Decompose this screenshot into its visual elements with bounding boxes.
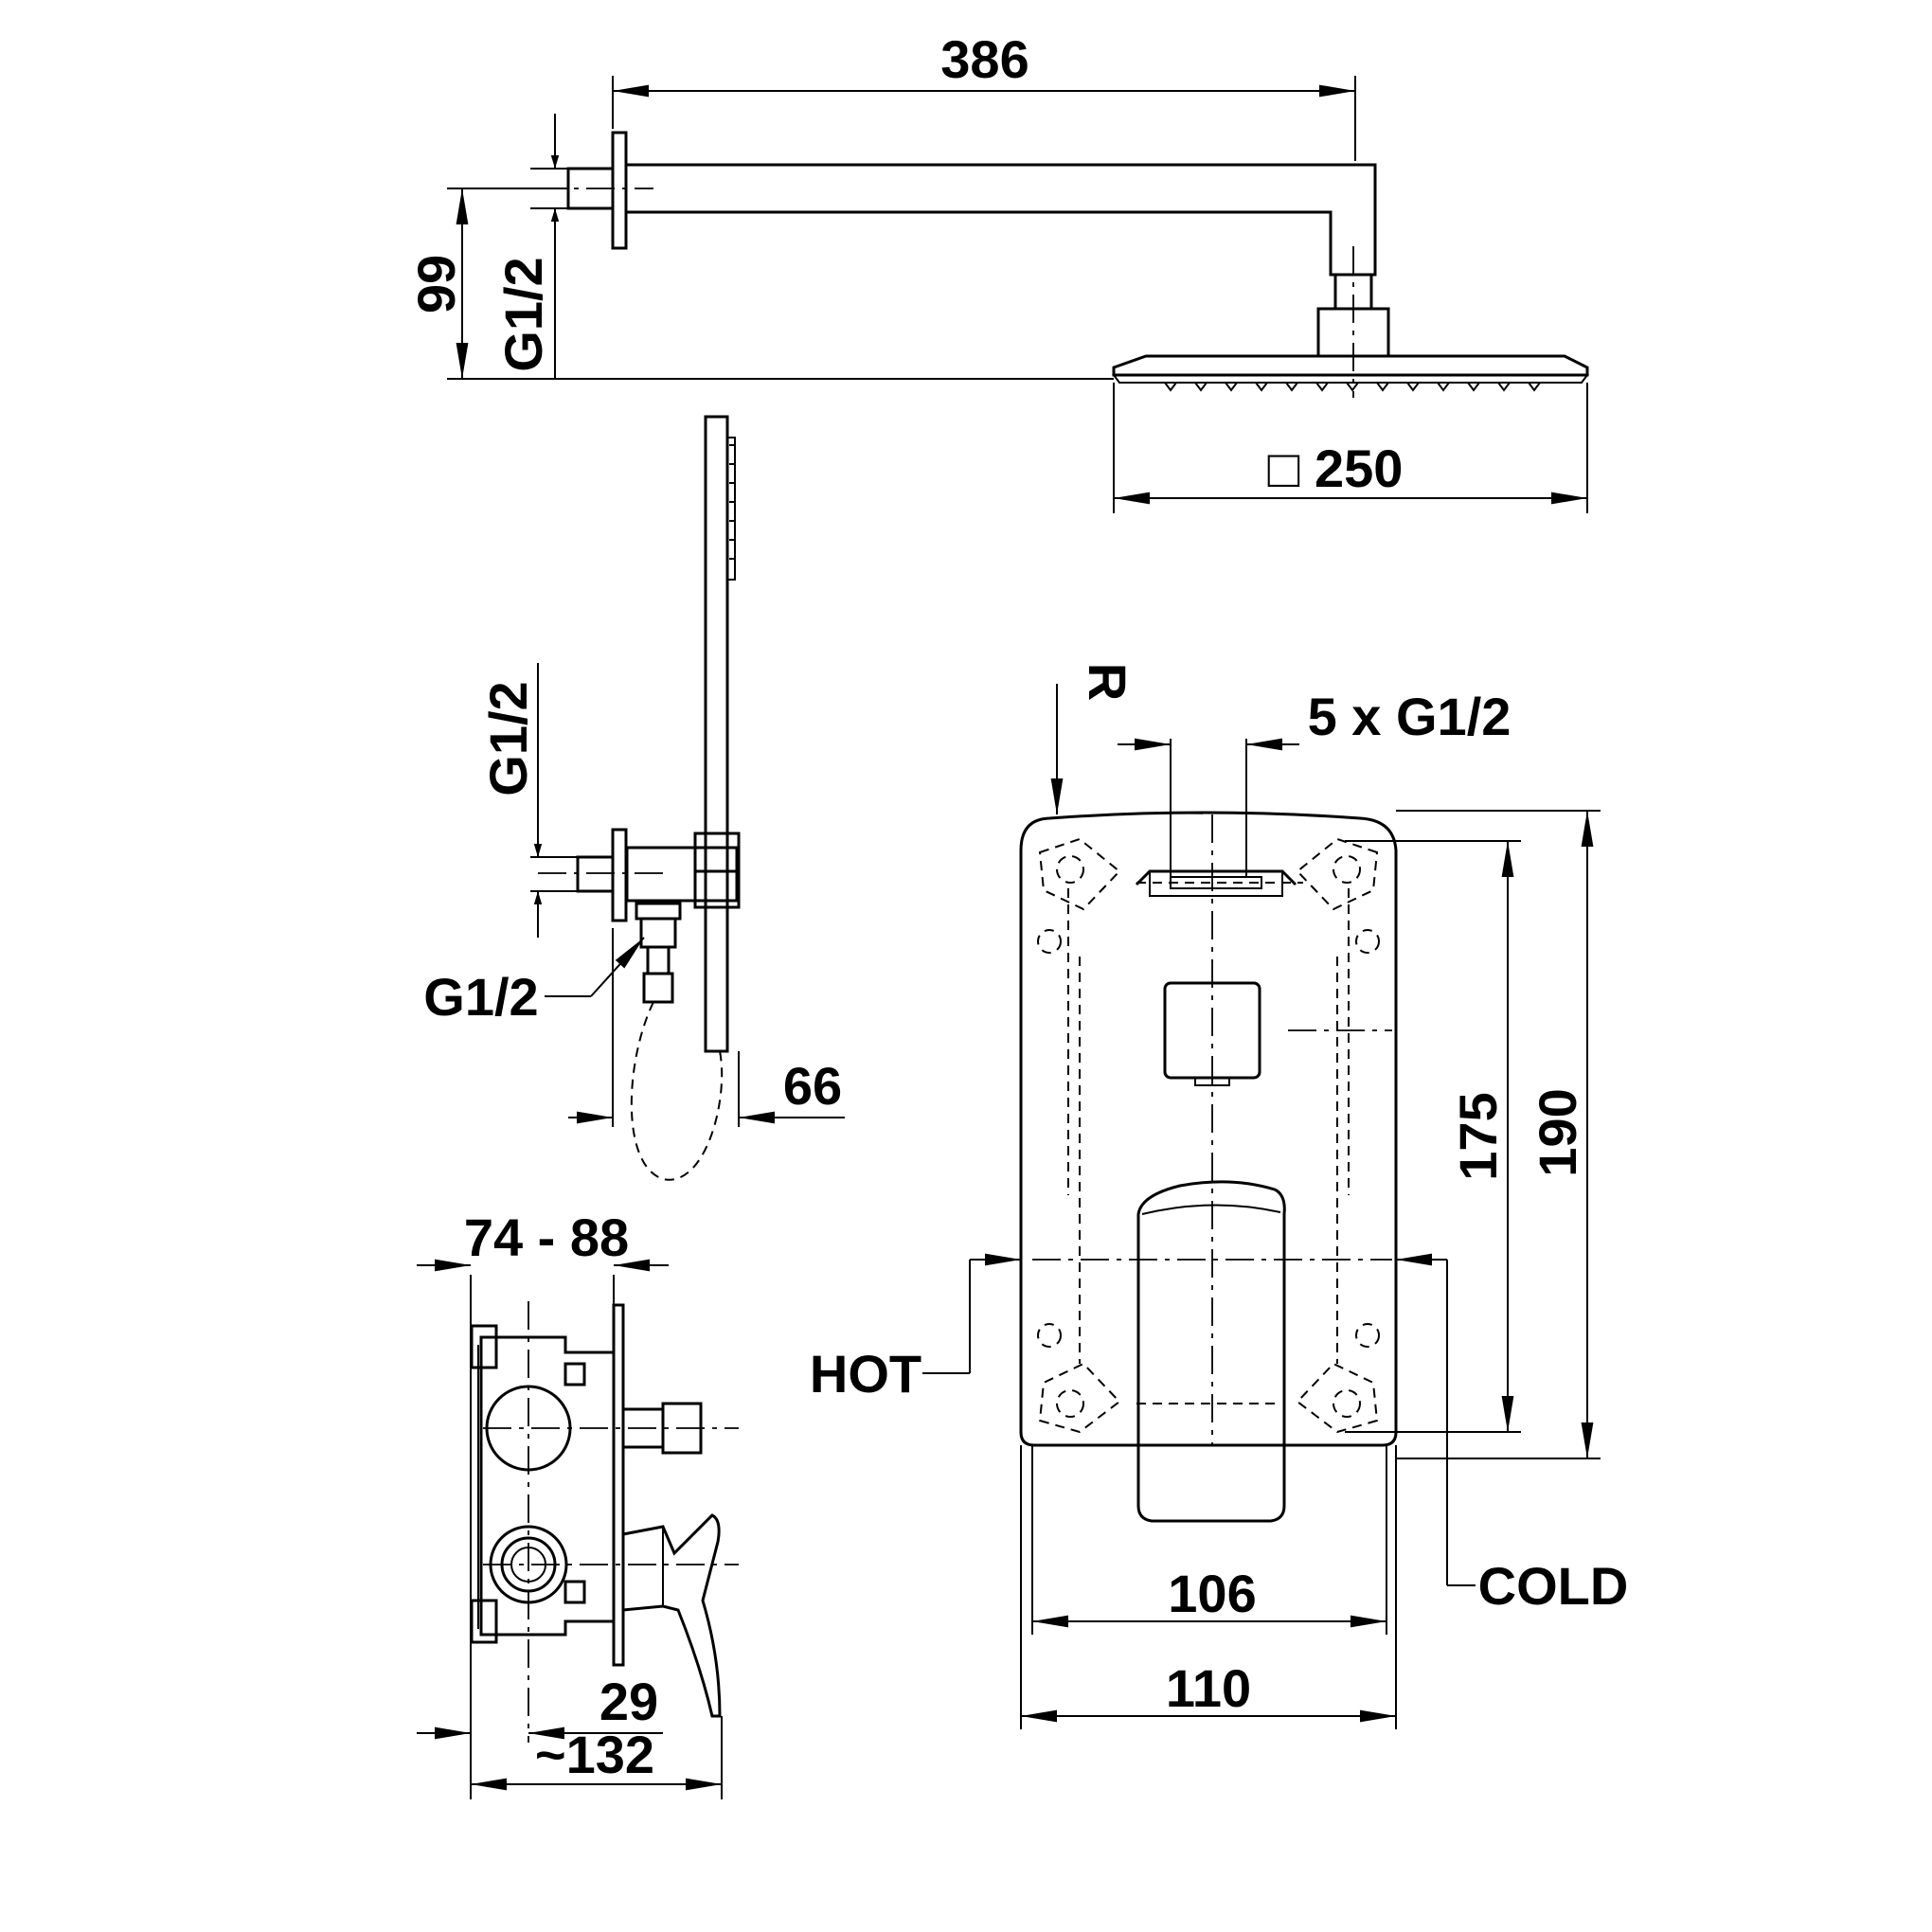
dim-lever-projection: ~132 [471,1716,723,1799]
dim-cover-offset-label: 29 [599,1672,658,1731]
hand-shower-view [538,415,741,1181]
dim-arm-length-label: 386 [940,29,1029,89]
dim-handset-thread-top: G1/2 [478,663,578,938]
dim-outer-height: 190 [1396,810,1601,1459]
dim-handset-thread-top-label: G1/2 [478,681,538,796]
dim-handset-depth-label: 66 [783,1056,842,1116]
dim-handset-thread-bottom: G1/2 [423,937,645,1027]
radius-label: R [1078,663,1137,701]
shower-arm-view [538,131,1589,398]
dim-inner-height: 175 [1345,840,1521,1433]
dim-arm-height: 99 [406,188,1114,380]
dim-outer-width-label: 110 [1166,1658,1251,1718]
dim-box-depth: 74 - 88 [417,1208,669,1799]
radius-callout: R [1050,663,1137,814]
hot-callout: HOT [810,1253,1021,1404]
dim-arm-height-label: 99 [406,255,466,313]
hot-label: HOT [810,1344,921,1404]
dim-head-size: □ 250 [1113,383,1588,513]
dim-outer-height-label: 190 [1528,1088,1587,1176]
cold-label: COLD [1478,1556,1629,1616]
dim-box-depth-label: 74 - 88 [464,1208,629,1267]
dim-lever-projection-label: ~132 [535,1725,654,1784]
dim-handset-thread-bottom-label: G1/2 [423,967,538,1027]
dim-arm-thread-label: G1/2 [493,257,553,371]
dim-arm-thread: G1/2 [493,114,568,379]
dim-inner-width-label: 106 [1168,1564,1256,1623]
dim-cover-offset: 29 [417,1672,663,1740]
mixer-side-view [470,1301,739,1743]
mixer-front-view [1019,811,1398,1523]
dim-handset-depth: 66 [568,928,845,1127]
cold-callout: COLD [1396,1253,1629,1616]
dim-outlets-label: 5 x G1/2 [1308,687,1512,746]
dim-inner-height-label: 175 [1448,1092,1508,1180]
dim-inner-width: 106 [1031,1445,1387,1635]
dim-outer-width: 110 [1020,1445,1397,1729]
dim-outlets: 5 x G1/2 [1118,687,1511,877]
dim-arm-length: 386 [612,29,1356,161]
dim-head-size-label: □ 250 [1268,438,1404,498]
